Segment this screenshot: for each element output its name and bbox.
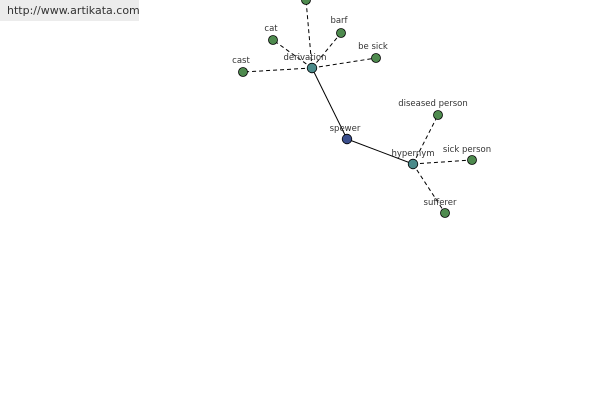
labels: cat barf be sick cast derivation spewer … bbox=[232, 16, 491, 208]
label-derivation: derivation bbox=[283, 53, 326, 63]
node-hypernym[interactable] bbox=[407, 158, 419, 170]
node-spewer[interactable] bbox=[341, 133, 353, 145]
edge-derivation-barf bbox=[311, 32, 342, 69]
label-barf: barf bbox=[330, 16, 348, 26]
label-diseased-person: diseased person bbox=[398, 99, 468, 109]
node-cast[interactable] bbox=[238, 67, 248, 77]
node-sufferer[interactable] bbox=[440, 208, 450, 218]
label-cat: cat bbox=[264, 24, 278, 34]
label-sufferer: sufferer bbox=[424, 198, 457, 208]
edge-hypernym-diseased-person bbox=[412, 114, 439, 165]
edge-derivation-cast bbox=[242, 67, 313, 73]
node-derivation[interactable] bbox=[306, 62, 318, 74]
edge-derivation-top bbox=[305, 0, 313, 69]
node-diseased-person[interactable] bbox=[433, 110, 443, 120]
edge-spewer-derivation bbox=[311, 67, 348, 140]
label-cast: cast bbox=[232, 56, 250, 66]
label-be-sick: be sick bbox=[358, 42, 388, 52]
label-hypernym: hypernym bbox=[391, 149, 434, 159]
node-sick-person[interactable] bbox=[467, 155, 477, 165]
edge-derivation-cat bbox=[272, 39, 313, 69]
label-sick-person: sick person bbox=[443, 145, 491, 155]
edges bbox=[242, 0, 473, 214]
node-top-offscreen[interactable] bbox=[301, 0, 311, 5]
edge-spewer-hypernym bbox=[346, 138, 414, 165]
nodes bbox=[238, 0, 477, 218]
edge-hypernym-sick-person bbox=[412, 159, 473, 165]
source-url[interactable]: http://www.artikata.com bbox=[0, 0, 140, 21]
label-spewer: spewer bbox=[330, 124, 361, 134]
node-barf[interactable] bbox=[336, 28, 346, 38]
node-cat[interactable] bbox=[268, 35, 278, 45]
edge-derivation-be-sick bbox=[311, 57, 377, 69]
node-be-sick[interactable] bbox=[371, 53, 381, 63]
edge-hypernym-sufferer bbox=[412, 163, 446, 214]
